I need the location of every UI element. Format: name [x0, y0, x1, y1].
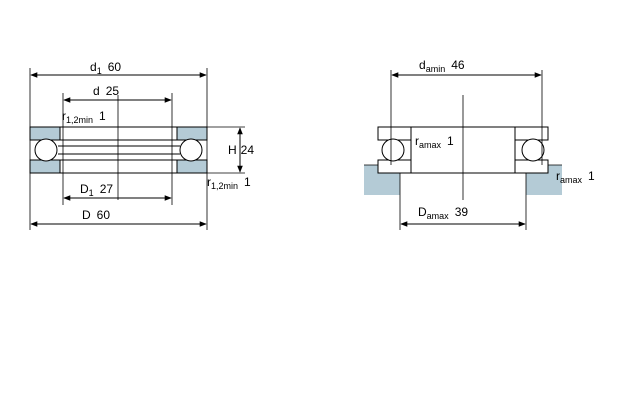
shaft-washer-right [176, 126, 208, 141]
housing-washer-right [176, 159, 208, 174]
ball-right-r [521, 138, 545, 162]
shaft-washer-left [29, 126, 61, 141]
ball-left [34, 138, 58, 162]
housing-left [364, 165, 400, 195]
ball-left-r [381, 138, 405, 162]
housing-washer-left [29, 159, 61, 174]
ball-right [179, 138, 203, 162]
